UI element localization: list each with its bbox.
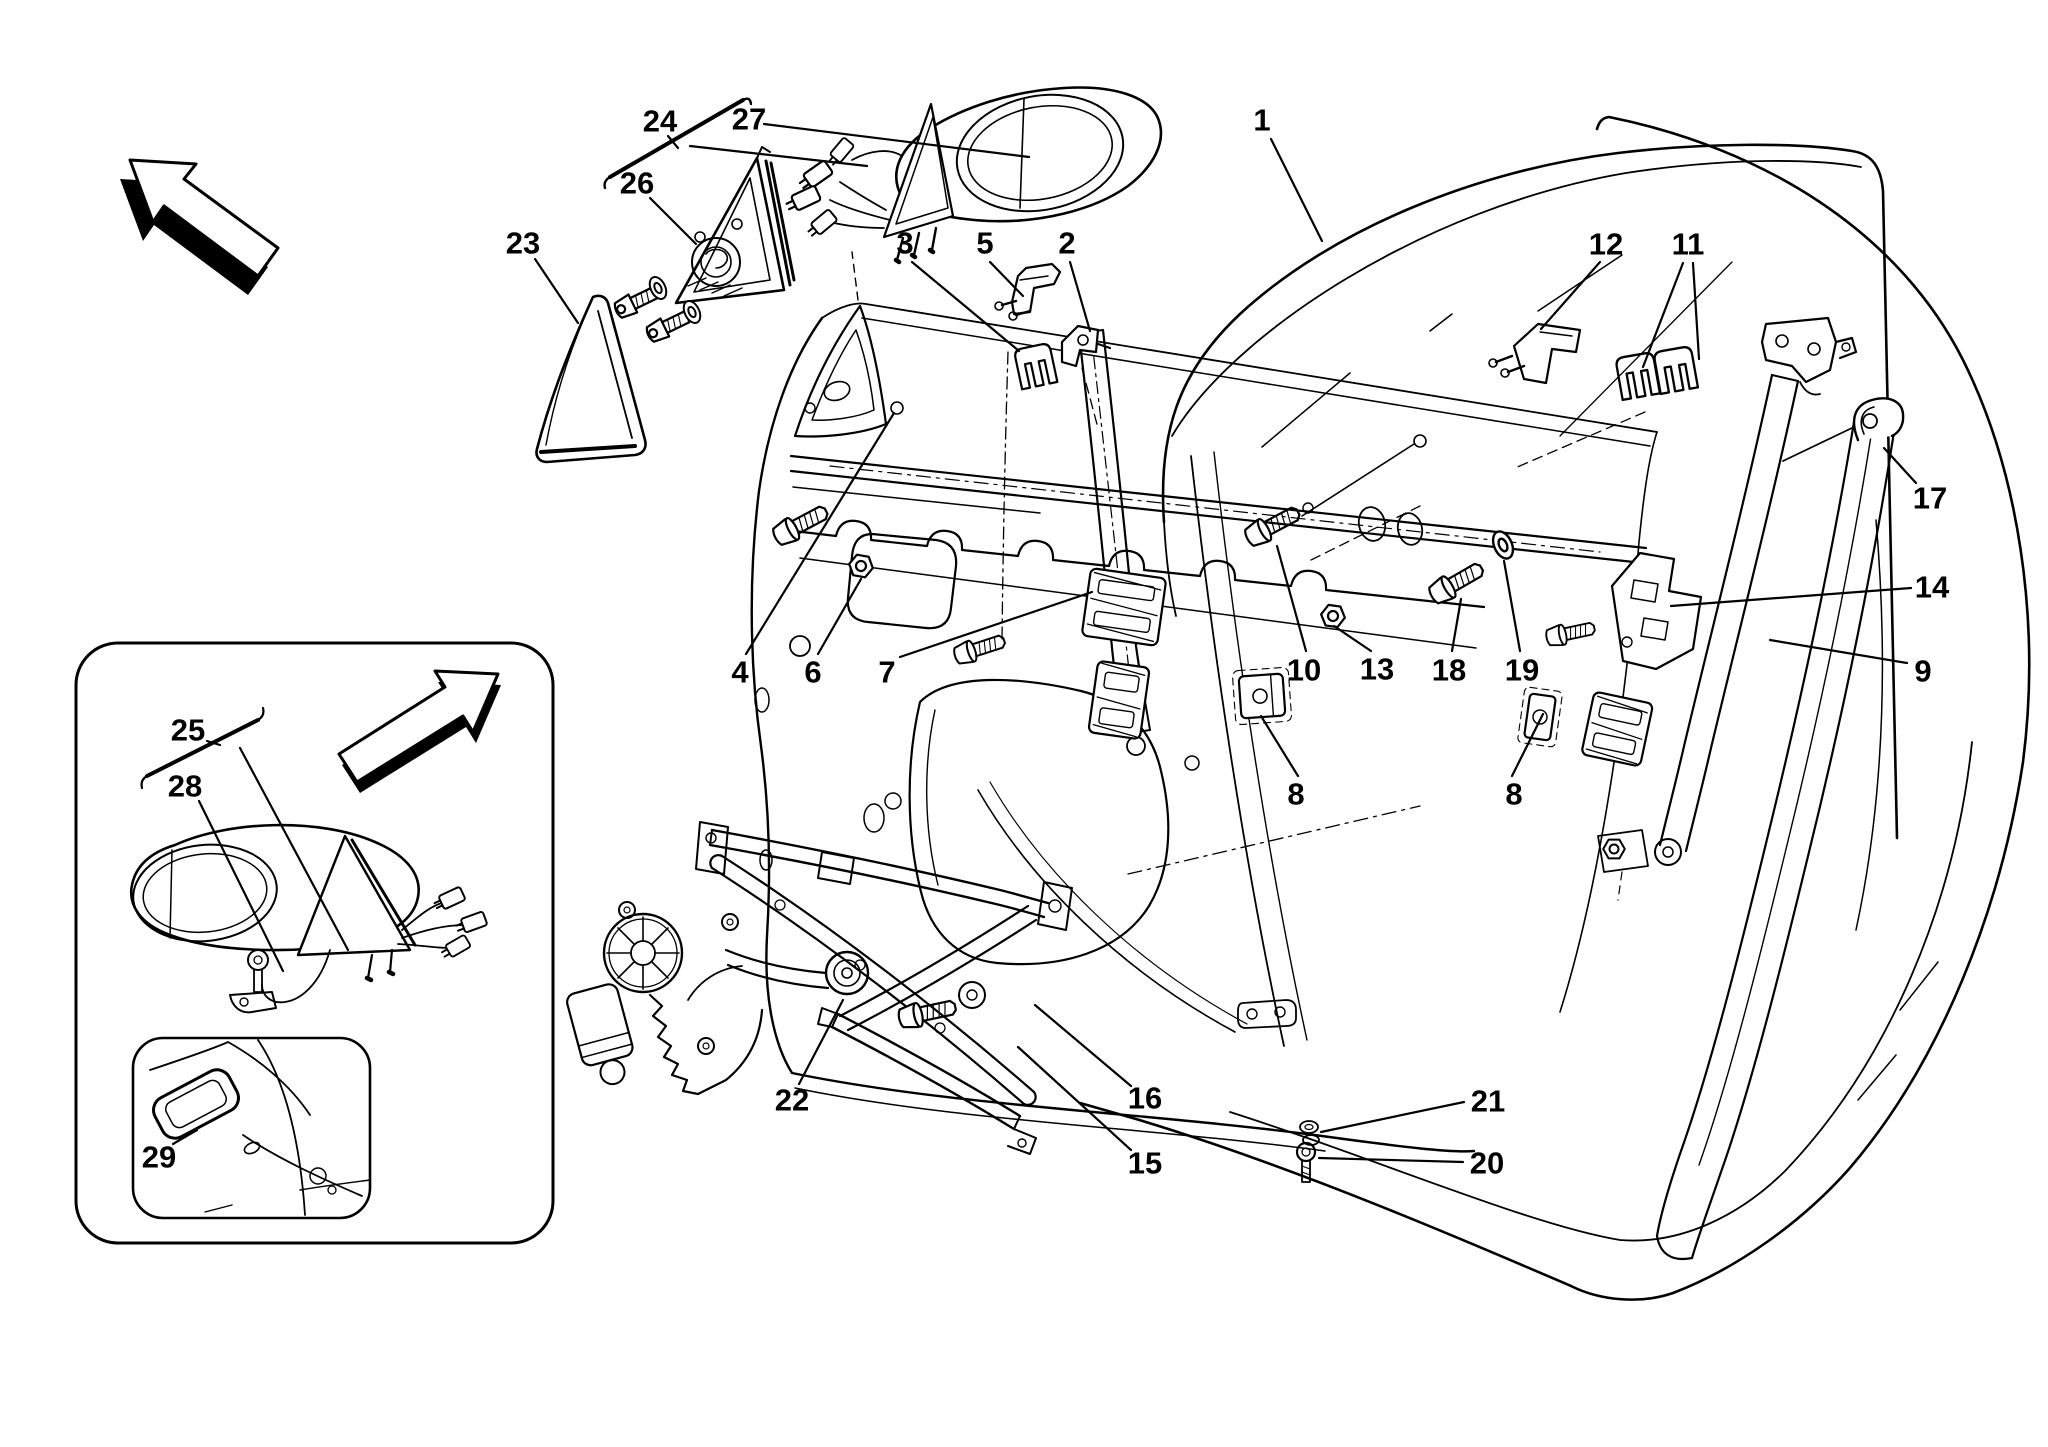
callout-label-12: 12 [1589, 227, 1623, 262]
callout-label-9: 9 [1914, 654, 1931, 689]
callout-24: 24 [643, 104, 680, 150]
callout-label-20: 20 [1470, 1146, 1504, 1181]
callout-25: 25 [171, 713, 350, 952]
callout-9: 9 [1768, 638, 1932, 689]
callout-8: 8 [1259, 714, 1305, 812]
callout-22: 22 [775, 998, 845, 1118]
callout-label-11: 11 [1672, 227, 1705, 262]
channel-clip [1782, 397, 1905, 462]
callout-19: 19 [1502, 559, 1539, 688]
callout-label-17: 17 [1913, 481, 1947, 516]
callout-13: 13 [1332, 624, 1394, 687]
callout-label-27: 27 [732, 102, 766, 137]
callout-label-1: 1 [1253, 103, 1270, 138]
inset-detail-29 [131, 1036, 372, 1220]
callout-label-2: 2 [1058, 226, 1075, 261]
callout-3: 3 [896, 226, 1021, 353]
mirror-assembly-inset [129, 823, 489, 1014]
callout-label-26: 26 [620, 166, 654, 201]
callout-label-4: 4 [731, 655, 749, 690]
callout-21: 21 [1319, 1084, 1505, 1134]
callout-label-29: 29 [142, 1140, 176, 1175]
callout-1: 1 [1253, 103, 1324, 243]
front-run-channel [1190, 451, 1308, 1047]
callout-label-15: 15 [1128, 1146, 1162, 1181]
callout-10: 10 [1275, 544, 1321, 688]
clips-11 [1614, 344, 1700, 402]
bracket-rear-upper [1760, 316, 1858, 396]
callout-label-19: 19 [1505, 653, 1539, 688]
callout-label-6: 6 [804, 655, 821, 690]
callout-label-25: 25 [171, 713, 205, 748]
callout-6: 6 [804, 577, 863, 690]
callout-28: 28 [168, 769, 285, 973]
bracket-5 [994, 262, 1062, 321]
callout-20: 20 [1317, 1146, 1504, 1181]
bracket-12 [1488, 322, 1582, 385]
glass-clamp-front [1081, 567, 1167, 647]
direction-arrow-main-icon [120, 158, 280, 295]
stop-plate-front [1232, 666, 1292, 726]
callout-label-21: 21 [1471, 1084, 1505, 1119]
callout-label-16: 16 [1128, 1081, 1162, 1116]
washers-21 [1299, 1120, 1320, 1146]
callout-label-10: 10 [1287, 653, 1321, 688]
callout-26: 26 [620, 166, 698, 246]
callout-2: 2 [1058, 226, 1092, 333]
rear-guide-rail [1597, 373, 1800, 901]
construction-lines [1001, 261, 1733, 875]
callout-15: 15 [1016, 1045, 1162, 1181]
callout-18: 18 [1432, 597, 1466, 688]
stop-plate-rear [1517, 686, 1563, 748]
callout-label-23: 23 [506, 226, 540, 261]
callout-5: 5 [976, 226, 1025, 298]
door-outer-shell [1078, 115, 2031, 1301]
callout-label-18: 18 [1432, 653, 1466, 688]
door-inner-panel [750, 251, 1658, 1153]
callout-16: 16 [1033, 1003, 1162, 1116]
callout-14: 14 [1669, 570, 1950, 608]
glass-run-channel [1655, 420, 1896, 1261]
hardware [768, 443, 1519, 1183]
inset-panel [74, 641, 555, 1245]
callout-label-8: 8 [1287, 777, 1304, 812]
callout-4: 4 [731, 411, 896, 690]
callout-label-28: 28 [168, 769, 202, 804]
mirror-assembly-top [535, 86, 1163, 464]
callout-27: 27 [688, 102, 1031, 168]
callout-label-7: 7 [878, 655, 895, 690]
callout-label-5: 5 [976, 226, 993, 261]
callout-29: 29 [142, 1128, 199, 1175]
callout-7: 7 [878, 590, 1094, 690]
callout-label-8: 8 [1505, 777, 1522, 812]
callout-label-22: 22 [775, 1083, 809, 1118]
callout-label-14: 14 [1915, 570, 1950, 605]
callout-label-3: 3 [896, 226, 913, 261]
callout-8: 8 [1505, 712, 1545, 812]
bracket-2 [1060, 324, 1112, 368]
callout-label-13: 13 [1360, 652, 1394, 687]
callout-17: 17 [1882, 446, 1947, 516]
direction-arrow-inset-icon [337, 669, 501, 793]
clip-3 [1012, 341, 1059, 391]
glass-clamp-front-lower [1087, 660, 1151, 740]
callout-11: 11 [1641, 227, 1705, 369]
callout-23: 23 [506, 226, 580, 325]
callout-12: 12 [1539, 227, 1623, 331]
window-regulator [566, 821, 1073, 1155]
lock-bracket [1543, 551, 1703, 671]
callout-label-24: 24 [643, 104, 678, 139]
glass-clamp-rear [1581, 691, 1654, 767]
